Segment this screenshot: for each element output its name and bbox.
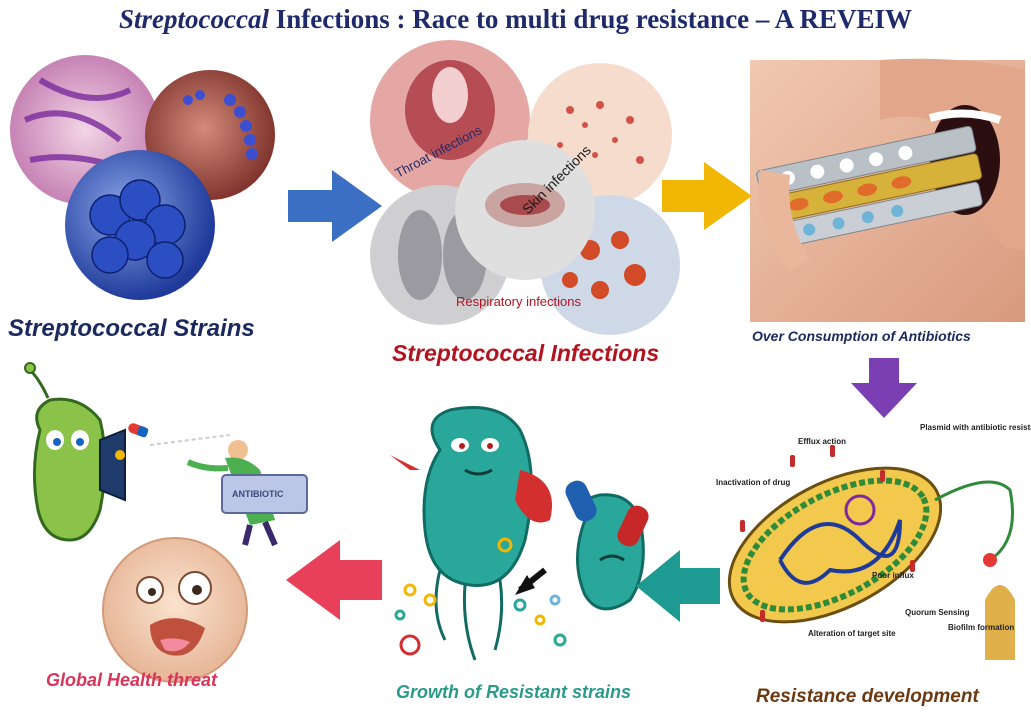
- threat-illustration: [24, 362, 308, 683]
- label-respiratory: Respiratory infections: [456, 294, 581, 309]
- arrow-purple: [851, 358, 917, 418]
- infections-illustration: [370, 40, 680, 335]
- antibiotic-box-label: ANTIBIOTIC: [232, 489, 284, 499]
- arrow-teal: [636, 550, 720, 622]
- caption-strains: Streptococcal Strains: [8, 315, 255, 342]
- label-poor-influx: Poor influx: [872, 571, 914, 580]
- page-title: Streptococcal Infections : Race to multi…: [0, 4, 1031, 35]
- caption-infections: Streptococcal Infections: [392, 340, 660, 366]
- caption-growth: Growth of Resistant strains: [396, 682, 632, 702]
- title-italic: Streptococcal: [119, 4, 269, 34]
- caption-antibiotics: Over Consumption of Antibiotics: [752, 328, 971, 344]
- green-bacterium: [32, 397, 107, 542]
- resistance-illustration: [727, 445, 1015, 660]
- label-efflux: Efflux action: [798, 437, 846, 446]
- label-quorum: Quorum Sensing: [905, 608, 970, 617]
- arrow-yellow: [662, 162, 752, 230]
- arrow-red: [286, 540, 382, 620]
- bacterium-cell: [727, 466, 943, 624]
- label-alteration: Alteration of target site: [808, 629, 896, 638]
- strains-illustration: [10, 55, 275, 300]
- caption-threat: Global Health threat: [46, 670, 218, 690]
- label-biofilm: Biofilm formation: [948, 623, 1014, 632]
- big-bacterium: [422, 406, 533, 587]
- label-plasmid: Plasmid with antibiotic resistant genes: [920, 423, 1031, 432]
- growth-illustration: [390, 406, 649, 661]
- label-inactivation: Inactivation of drug: [716, 478, 790, 487]
- arrow-blue: [288, 170, 382, 242]
- caption-resistance: Resistance development: [756, 686, 979, 707]
- antibiotic-box: [221, 474, 308, 514]
- scared-earth-face: [102, 537, 248, 683]
- biofilm-shape: [985, 585, 1015, 660]
- title-rest: Infections : Race to multi drug resistan…: [268, 4, 912, 34]
- antibiotics-illustration: [750, 58, 1025, 322]
- shield: [99, 428, 126, 502]
